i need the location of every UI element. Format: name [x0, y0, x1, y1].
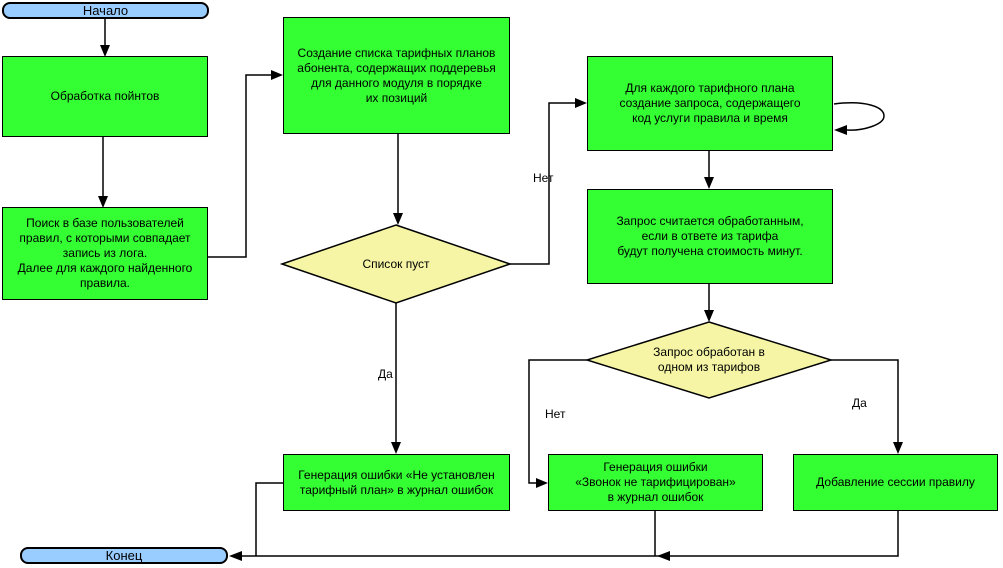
edge-add-session-to-end [241, 511, 899, 557]
list-empty-diamond [279, 224, 513, 304]
arrowhead [834, 125, 847, 135]
error-call-not-charged-box: Генерация ошибки «Звонок не тарифицирова… [548, 454, 763, 511]
request-handled-diamond [584, 321, 834, 399]
edge-list-empty-no-to-create-request [510, 102, 575, 265]
edge-label-request-handled-yes: Да [852, 396, 867, 410]
edge-request-handled-no-to-error-call [528, 359, 587, 484]
edge-label-request-handled-no: Нет [545, 407, 566, 421]
arrowhead [271, 70, 283, 80]
create-request-box: Для каждого тарифного плана создание зап… [587, 56, 833, 151]
end-terminator: Конец [20, 547, 228, 564]
arrowhead [536, 478, 548, 488]
arrowhead [704, 177, 714, 189]
edge-create-request-self-loop [833, 102, 885, 131]
edge-search-rules-to-create-tariff-list [207, 74, 272, 258]
arrowhead [657, 551, 670, 561]
process-points-box: Обработка пойнтов [2, 56, 208, 137]
arrowhead [893, 442, 903, 454]
error-no-tariff-plan-box: Генерация ошибки «Не установлен тарифный… [283, 454, 510, 511]
request-processed-box: Запрос считается обработанным, если в от… [587, 189, 833, 284]
arrowhead [393, 213, 403, 225]
arrowhead [391, 442, 401, 454]
edge-request-handled-yes-to-add-session [831, 359, 899, 443]
arrowhead [575, 98, 587, 108]
arrowhead [229, 551, 242, 561]
edge-label-list-empty-yes: Да [378, 367, 393, 381]
arrowhead [100, 45, 110, 57]
search-rules-box: Поиск в базе пользователей правил, с кот… [2, 207, 208, 300]
arrowhead [704, 310, 714, 322]
edge-label-list-empty-no: Нет [533, 171, 554, 185]
start-terminator: Начало [2, 2, 209, 19]
create-tariff-list-box: Создание списка тарифных планов абонента… [283, 17, 510, 134]
edge-error-no-tariff-to-end [255, 482, 283, 556]
add-session-box: Добавление сессии правилу [793, 454, 998, 511]
arrowhead [98, 196, 108, 208]
